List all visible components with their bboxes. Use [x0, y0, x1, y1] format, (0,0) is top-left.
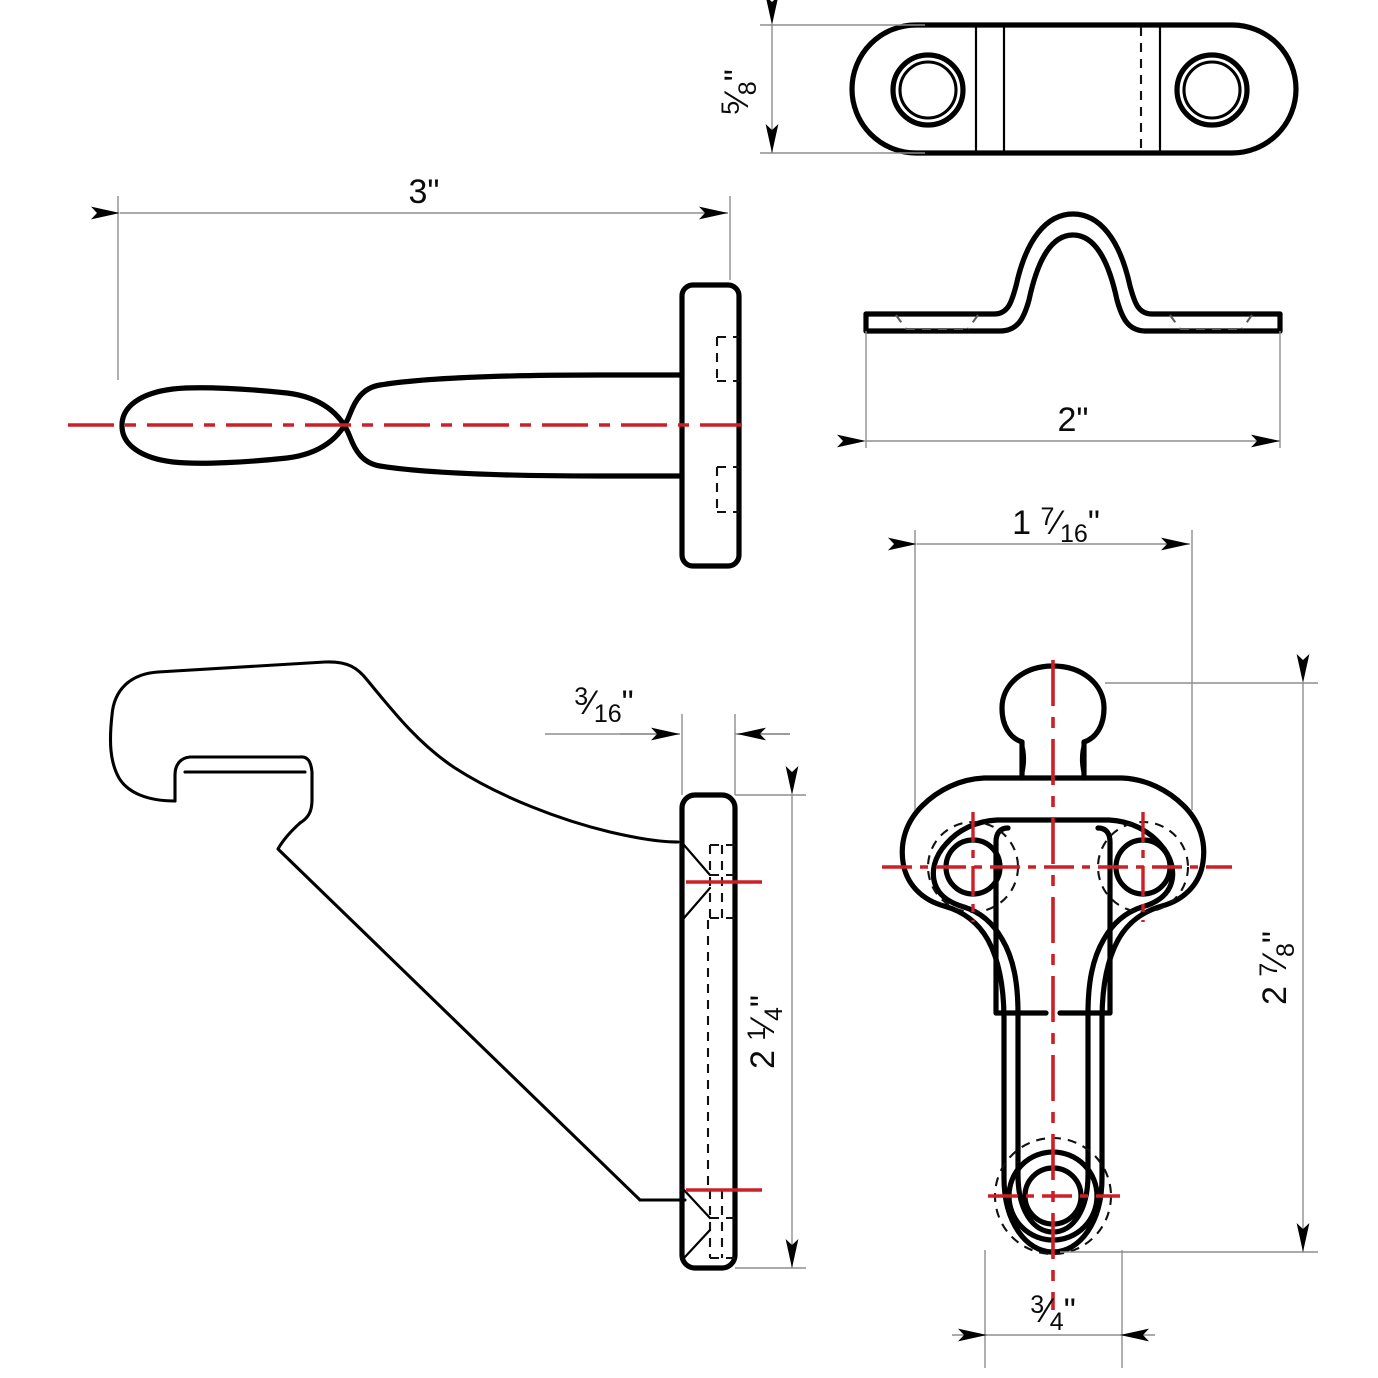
plate-slot-contour — [993, 825, 1113, 1016]
hook-inner-lip-right — [283, 755, 314, 825]
hook-nose-contour — [108, 670, 177, 803]
hidden-flange-left-taper — [895, 314, 979, 330]
plate-outline — [849, 22, 1299, 156]
bracket-arm-lower — [119, 372, 685, 466]
hidden-recess-lower — [715, 465, 739, 514]
saddle-inner-profile — [863, 232, 1283, 334]
hook-inner-lip — [173, 755, 287, 803]
stem-shoulder-left — [1020, 740, 1027, 780]
countersink-taper-upper — [682, 843, 712, 920]
wall-plate-side — [679, 792, 738, 1271]
hole-right-inner — [1182, 60, 1242, 120]
countersink-taper-lower — [682, 1188, 712, 1260]
dim-label-3: 3" — [409, 173, 440, 211]
brace-upper-edge — [276, 821, 642, 1202]
view-bracket-plan: 3" — [68, 173, 742, 569]
hole-left-inner — [898, 60, 958, 120]
hidden-flange-right-taper — [1169, 314, 1253, 330]
dim-label-3-16: 3⁄16" — [574, 683, 633, 728]
hook-outer-contour — [156, 660, 680, 844]
view-saddle-section: 2" — [837, 211, 1283, 448]
bracket-arm-upper — [119, 385, 685, 479]
dim-label-2: 2" — [1058, 401, 1089, 439]
hole-right-outer — [1174, 52, 1250, 128]
stem-shoulder-right — [1079, 740, 1086, 780]
wall-plate-plan — [679, 282, 742, 569]
view-top-plan: 5⁄8" — [717, 0, 1299, 156]
hole-left-outer — [890, 52, 966, 128]
saddle-outer-profile — [863, 211, 1283, 317]
view-side-elevation: 3⁄16" 2 1⁄4" — [108, 660, 806, 1271]
hidden-recess-upper — [715, 335, 739, 383]
